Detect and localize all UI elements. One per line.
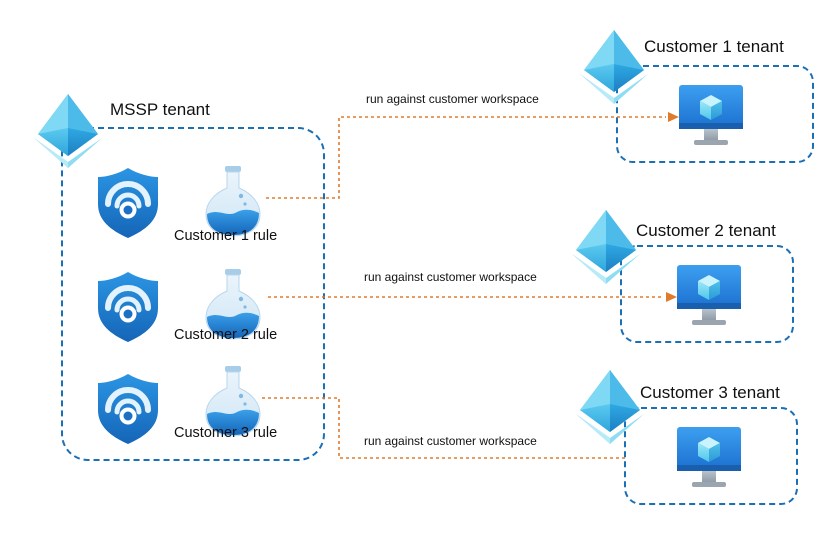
connector-customer-2-arrowhead <box>666 292 677 302</box>
customer-1-rule-label: Customer 1 rule <box>174 228 278 244</box>
customer-2-tenant-icon <box>572 210 640 284</box>
customer-2-shield-icon <box>98 272 158 342</box>
customer-3-shield-icon <box>98 374 158 444</box>
customer-3-tenant-icon <box>576 370 644 444</box>
connector-customer-1-arrowhead <box>668 112 679 122</box>
connector-customer-1 <box>266 116 666 199</box>
connector-customer-2-label: run against customer workspace <box>364 270 537 284</box>
customer-1-shield-icon <box>98 168 158 238</box>
customer-1-workspace-icon <box>679 85 743 145</box>
customer-2-rule-label: Customer 2 rule <box>174 327 278 343</box>
mssp-tenant-boundary <box>61 127 325 461</box>
mssp-tenant-icon <box>34 94 102 168</box>
customer-2-tenant-boundary <box>620 245 794 343</box>
customer-3-rule-label: Customer 3 rule <box>174 425 278 441</box>
customer-1-tenant-icon <box>580 30 648 104</box>
customer-1-flask-icon <box>205 165 261 237</box>
customer-2-workspace-icon <box>677 265 741 325</box>
customer-1-tenant-boundary <box>616 65 814 163</box>
mssp-tenant-title: MSSP tenant <box>110 100 210 119</box>
connector-customer-3-label: run against customer workspace <box>364 434 537 448</box>
customer-1-tenant-title: Customer 1 tenant <box>644 37 784 56</box>
customer-2-tenant-title: Customer 2 tenant <box>636 221 776 240</box>
customer-3-workspace-icon <box>677 427 741 487</box>
connector-customer-1-label: run against customer workspace <box>366 92 539 106</box>
connector-customer-3 <box>262 397 628 459</box>
customer-3-tenant-boundary <box>624 407 798 505</box>
customer-3-tenant-title: Customer 3 tenant <box>640 383 780 402</box>
